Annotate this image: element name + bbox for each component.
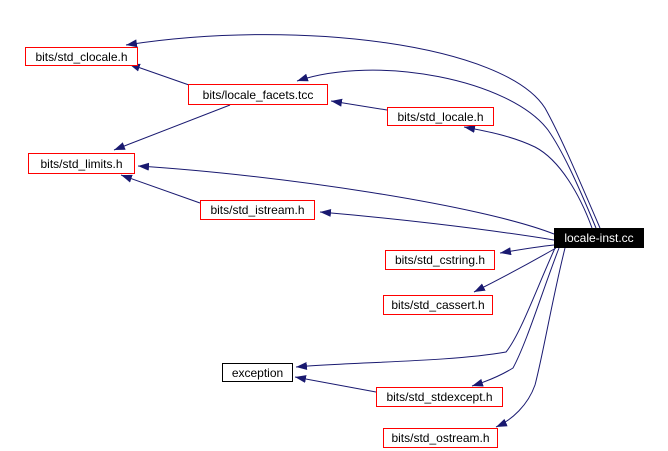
edge-locale-inst-to-std-limits (137, 162, 555, 235)
edge-locale-inst-to-std-istream (319, 208, 555, 241)
edge-locale-inst-to-exception (295, 247, 556, 370)
node-bits-std-ostream-h[interactable]: bits/std_ostream.h (383, 428, 498, 448)
node-bits-std-locale-h[interactable]: bits/std_locale.h (387, 107, 494, 126)
edge-locale-facets-tcc-to-std-limits (113, 104, 231, 151)
node-bits-std-cstring-h[interactable]: bits/std_cstring.h (385, 250, 495, 270)
node-bits-std-limits-h[interactable]: bits/std_limits.h (28, 153, 135, 174)
node-bits-locale-facets-tcc[interactable]: bits/locale_facets.tcc (188, 84, 328, 105)
node-exception: exception (222, 363, 293, 382)
edge-locale-inst-to-std-locale (463, 125, 593, 229)
edge-locale-inst-to-std-clocale (125, 34, 601, 229)
edge-locale-facets-tcc-to-std-clocale (128, 63, 190, 86)
edge-locale-inst-to-std-cstring (499, 244, 555, 256)
edge-std-stdexcept-to-exception (294, 375, 377, 393)
edge-locale-inst-to-locale-facets-tcc (296, 69, 597, 229)
node-bits-std-cassert-h[interactable]: bits/std_cassert.h (383, 295, 493, 315)
node-bits-std-clocale-h[interactable]: bits/std_clocale.h (25, 47, 138, 66)
edge-locale-inst-to-std-ostream (495, 247, 566, 428)
edge-std-istream-to-std-limits (120, 174, 201, 204)
edge-locale-inst-to-std-stdexcept (471, 247, 560, 387)
node-bits-std-istream-h[interactable]: bits/std_istream.h (200, 200, 315, 220)
node-locale-inst-cc: locale-inst.cc (554, 228, 644, 248)
edge-locale-inst-to-std-cassert (473, 247, 557, 293)
node-bits-std-stdexcept-h[interactable]: bits/std_stdexcept.h (376, 387, 503, 407)
edge-std-locale-to-locale-facets-tcc (330, 98, 388, 111)
